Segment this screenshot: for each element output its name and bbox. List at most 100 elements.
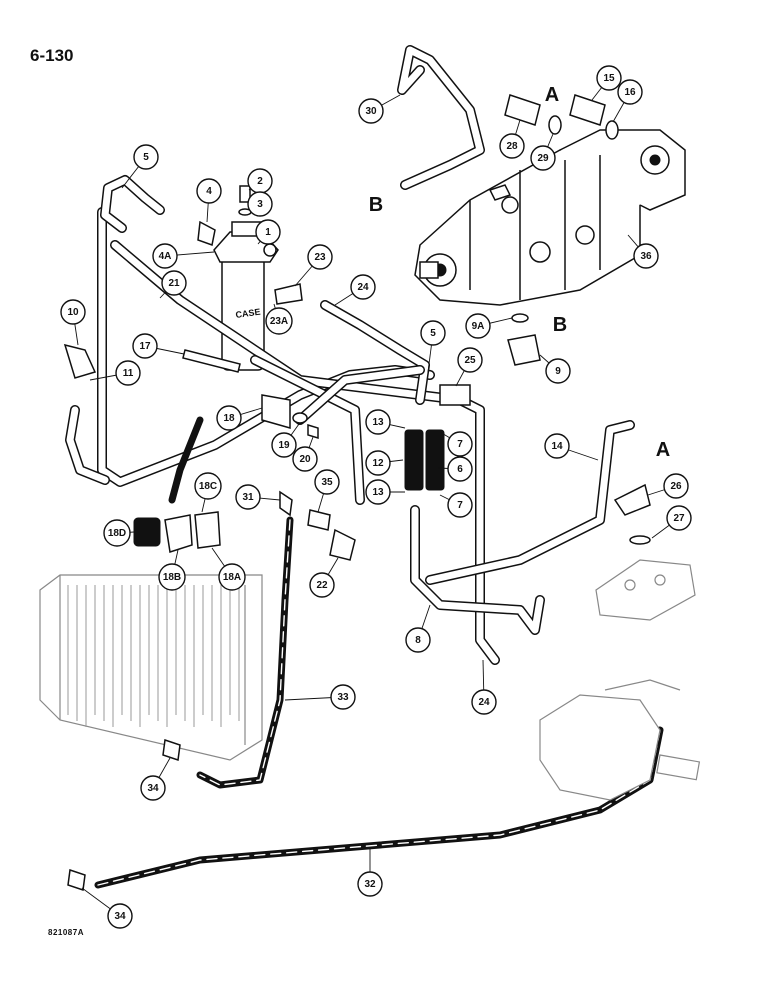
- callout-label: 4A: [159, 251, 172, 262]
- callout-7: 7: [447, 431, 473, 457]
- callout-label: 5: [143, 152, 149, 163]
- callout-19: 19: [271, 432, 297, 458]
- callout-circle: [545, 358, 571, 384]
- callout-36: 36: [633, 243, 659, 269]
- callout-label: 18D: [108, 528, 126, 539]
- callout-circle: [617, 79, 643, 105]
- callout-circle: [140, 775, 166, 801]
- callout-circle: [596, 65, 622, 91]
- callout-8: 8: [405, 627, 431, 653]
- callout-label: 24: [357, 282, 369, 293]
- callout-label: 5: [430, 328, 436, 339]
- callout-34: 34: [140, 775, 166, 801]
- callout-label: 24: [478, 697, 490, 708]
- control-valve-ghost: [595, 559, 696, 621]
- callout-circle: [420, 320, 446, 346]
- port-label-a-right: A: [656, 439, 670, 461]
- page-number: 6-130: [30, 46, 74, 65]
- callout-5: 5: [133, 144, 159, 170]
- callout-circle: [365, 450, 391, 476]
- callout-circle: [447, 431, 473, 457]
- callout-circle: [107, 903, 133, 929]
- callout-circle: [152, 243, 178, 269]
- callout-circle: [544, 433, 570, 459]
- callout-3: 3: [247, 191, 273, 217]
- svg-text:CASE: CASE: [235, 307, 261, 320]
- callout-4a: 4A: [152, 243, 178, 269]
- callout-label: 31: [242, 492, 254, 503]
- callout-label: 18A: [223, 572, 241, 583]
- callout-17: 17: [132, 333, 158, 359]
- callout-15: 15: [596, 65, 622, 91]
- callout-label: 14: [551, 441, 563, 452]
- callout-label: 19: [278, 440, 290, 451]
- callout-label: 9: [555, 366, 561, 377]
- callout-label: 30: [365, 106, 377, 117]
- callout-27: 27: [666, 505, 692, 531]
- callout-circle: [216, 405, 242, 431]
- callout-13: 13: [365, 409, 391, 435]
- figure-code: 821087A: [48, 928, 84, 937]
- callout-24: 24: [471, 689, 497, 715]
- callout-circle: [161, 270, 187, 296]
- callout-label: 20: [299, 454, 311, 465]
- callout-circle: [132, 333, 158, 359]
- callout-label: 10: [67, 307, 79, 318]
- callout-16: 16: [617, 79, 643, 105]
- callout-label: 18C: [199, 481, 217, 492]
- callout-circle: [465, 313, 491, 339]
- callout-circle: [235, 484, 261, 510]
- callout-label: 34: [114, 911, 126, 922]
- callout-9: 9: [545, 358, 571, 384]
- callout-label: 9A: [472, 321, 485, 332]
- callout-label: 16: [624, 87, 636, 98]
- callout-label: 28: [506, 141, 518, 152]
- callout-label: 23: [314, 252, 326, 263]
- callout-circle: [307, 244, 333, 270]
- callout-14: 14: [544, 433, 570, 459]
- callout-label: 21: [168, 278, 180, 289]
- callout-circle: [405, 627, 431, 653]
- callout-label: 15: [603, 73, 615, 84]
- callout-2: 2: [247, 168, 273, 194]
- callout-13: 13: [365, 479, 391, 505]
- callout-label: 6: [457, 464, 463, 475]
- callout-1: 1: [255, 219, 281, 245]
- callout-label: 4: [206, 186, 212, 197]
- callout-circle: [365, 479, 391, 505]
- callout-28: 28: [499, 133, 525, 159]
- port-label-b-right: B: [553, 314, 567, 336]
- callout-23a: 23A: [265, 307, 293, 335]
- tube-lines: [65, 45, 635, 665]
- callout-circle: [499, 133, 525, 159]
- callout-circle: [158, 563, 186, 591]
- callout-12: 12: [365, 450, 391, 476]
- callout-label: 32: [364, 879, 376, 890]
- callout-label: 33: [337, 692, 349, 703]
- callout-circle: [663, 473, 689, 499]
- callout-circle: [255, 219, 281, 245]
- callout-circle: [265, 307, 293, 335]
- callout-5: 5: [420, 320, 446, 346]
- callout-32: 32: [357, 871, 383, 897]
- callout-18: 18: [216, 405, 242, 431]
- port-label-a-top: A: [545, 84, 559, 106]
- callout-31: 31: [235, 484, 261, 510]
- callout-23: 23: [307, 244, 333, 270]
- callout-circle: [309, 572, 335, 598]
- callout-circle: [530, 145, 556, 171]
- callout-33: 33: [330, 684, 356, 710]
- callout-label: 7: [457, 500, 463, 511]
- steering-motor-ghost: [539, 679, 701, 801]
- callout-circle: [133, 144, 159, 170]
- callout-circle: [247, 191, 273, 217]
- callouts: 12344A55677899A1011121313141516171818A18…: [60, 65, 692, 929]
- callout-18c: 18C: [194, 472, 222, 500]
- callout-label: 18B: [163, 572, 181, 583]
- callout-9a: 9A: [465, 313, 491, 339]
- callout-label: 29: [537, 153, 549, 164]
- callout-25: 25: [457, 347, 483, 373]
- callout-21: 21: [161, 270, 187, 296]
- callout-35: 35: [314, 469, 340, 495]
